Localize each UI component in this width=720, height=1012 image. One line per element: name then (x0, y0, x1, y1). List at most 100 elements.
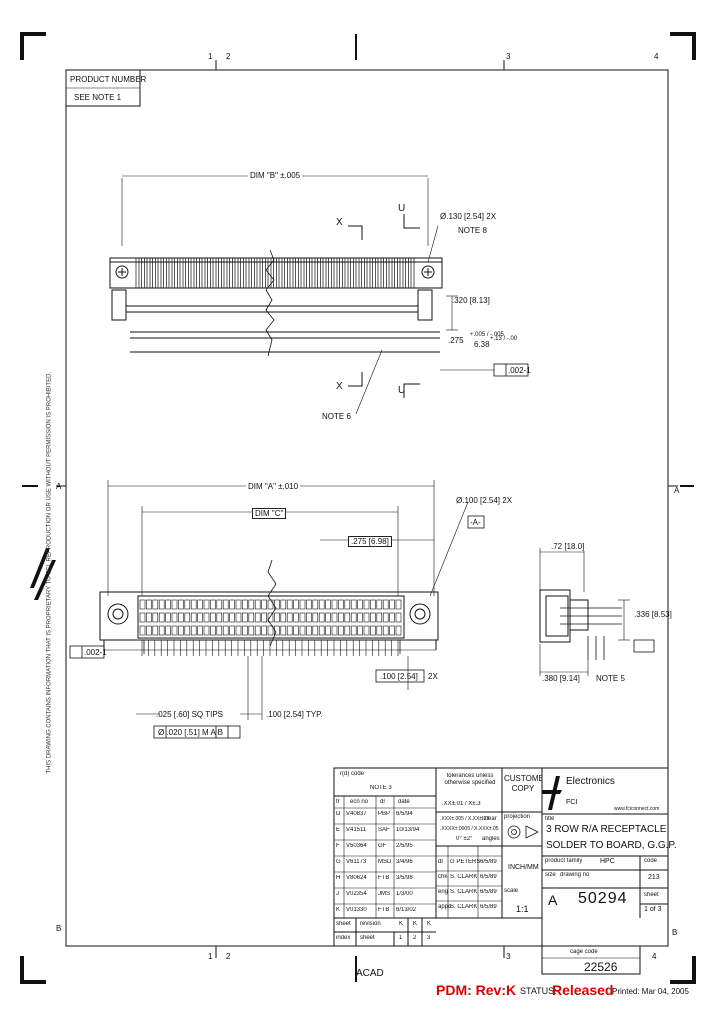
revision-cell-tr: J (336, 891, 339, 897)
contact-cavity (286, 625, 293, 636)
connector-fin (394, 257, 398, 289)
tol-linear-label: linear (482, 816, 497, 822)
acad-label: ACAD (356, 968, 384, 979)
customer-copy: CUSTOMER COPY (504, 774, 542, 793)
revision-cell-tr: E (336, 827, 341, 833)
sheet-value: 1 of 3 (644, 906, 662, 913)
dim-c-label: DIM "C" (252, 508, 287, 519)
contact-cavity (376, 625, 383, 636)
contact-cavity (325, 625, 331, 636)
connector-fin (240, 257, 244, 289)
contact-cavity (146, 612, 152, 623)
contact-cavity (261, 612, 267, 623)
connector-fin (218, 257, 222, 289)
contact-cavity (210, 612, 216, 623)
tolerances-title: tolerances unless otherwise specified (444, 773, 496, 786)
contact-cavity (254, 612, 261, 623)
connector-fin (163, 257, 167, 289)
section-u-bottom: U (398, 385, 406, 396)
size-label: size (545, 872, 556, 878)
contact-cavity (389, 612, 395, 623)
dim-72-label: .72 [18.0] (550, 542, 586, 551)
contact-cavity (357, 612, 363, 623)
contact-cavity (210, 599, 216, 610)
contact-cavity (376, 612, 383, 623)
contact-cavity (274, 625, 280, 636)
contact-cavity (203, 625, 210, 636)
title-label: title (545, 816, 555, 822)
contact-cavity (363, 599, 370, 610)
connector-fin (388, 257, 393, 289)
connector-fin (251, 257, 255, 289)
connector-fin (306, 257, 310, 289)
contact-cavity (190, 612, 197, 623)
contact-cavity (338, 625, 344, 636)
revision-cell-date: 3/4/96 (396, 859, 413, 865)
contact-cavity (306, 612, 312, 623)
contact-cavity (350, 599, 357, 610)
connector-fin (300, 257, 305, 289)
contact-cavity (318, 599, 325, 610)
tol-line-2: .XXX±.005 / X.XX±.13 (440, 816, 490, 822)
contact-cavity (248, 599, 255, 610)
connector-fin (328, 257, 332, 289)
connector-fin (295, 257, 299, 289)
revision-cell-ecn: V50364 (346, 843, 367, 849)
section-x-top: X (336, 217, 343, 228)
connector-fin (383, 257, 387, 289)
dim-320-label: .320 [8.13] (452, 296, 490, 305)
dim-275-label: .275 (448, 336, 464, 345)
contact-cavity (190, 625, 197, 636)
contact-cavity (376, 599, 383, 610)
contact-cavity (395, 625, 402, 636)
contact-cavity (235, 599, 242, 610)
sheet-label: sheet (644, 892, 659, 898)
contact-cavity (152, 599, 159, 610)
connector-fin (190, 257, 195, 289)
contact-cavity (158, 625, 165, 636)
revision-cell-tr: G (336, 859, 341, 865)
contact-cavity (370, 599, 376, 610)
contact-cavity (248, 612, 255, 623)
status-value: Released (552, 982, 614, 998)
contact-cavity (248, 625, 255, 636)
size-value: A (548, 892, 558, 908)
zone-row-b-right: B (672, 928, 678, 937)
contact-cavity (338, 612, 344, 623)
contact-cavity (216, 625, 223, 636)
contact-cavity (229, 625, 235, 636)
sheet-num-1: 1 (399, 935, 403, 941)
contact-cavity (235, 625, 242, 636)
zone-top-2: 2 (226, 52, 231, 61)
sheet-index-revision: revision (360, 921, 381, 927)
connector-fin (229, 257, 233, 289)
contact-cavity (152, 625, 159, 636)
contact-cavity (306, 599, 312, 610)
contact-cavity (318, 625, 325, 636)
sheet-rev-2: K (413, 921, 418, 927)
connector-fin (366, 257, 371, 289)
contact-cavity (382, 599, 389, 610)
contact-cavity (139, 612, 146, 623)
connector-fin (405, 257, 409, 289)
position-tolerance: Ø .020 [.51] M A B (158, 728, 223, 737)
tol-line-1: .XX±.01 / X±.3 (442, 801, 481, 807)
flatness-front: .002-1 (84, 648, 107, 657)
rev-header-ecn: ecn no (350, 799, 369, 805)
revision-cell-date: 6/13/02 (396, 907, 417, 913)
revision-cell-dr: JMS (378, 891, 390, 897)
connector-fin (207, 257, 211, 289)
cage-code-value: 22526 (584, 960, 618, 974)
rev-header-date: date (398, 799, 410, 805)
contact-cavity (216, 612, 223, 623)
section-u-top: U (398, 203, 406, 214)
contact-cavity (184, 625, 191, 636)
flatness-top: .002-1 (508, 366, 531, 375)
revision-cell-tr: H (336, 875, 341, 881)
connector-fin (196, 257, 200, 289)
contact-cavity (254, 625, 261, 636)
contact-cavity (331, 625, 338, 636)
contact-cavity (158, 612, 165, 623)
product-number-value: SEE NOTE 1 (74, 93, 122, 102)
dim-a-label: DIM "A" ±.010 (246, 482, 301, 491)
